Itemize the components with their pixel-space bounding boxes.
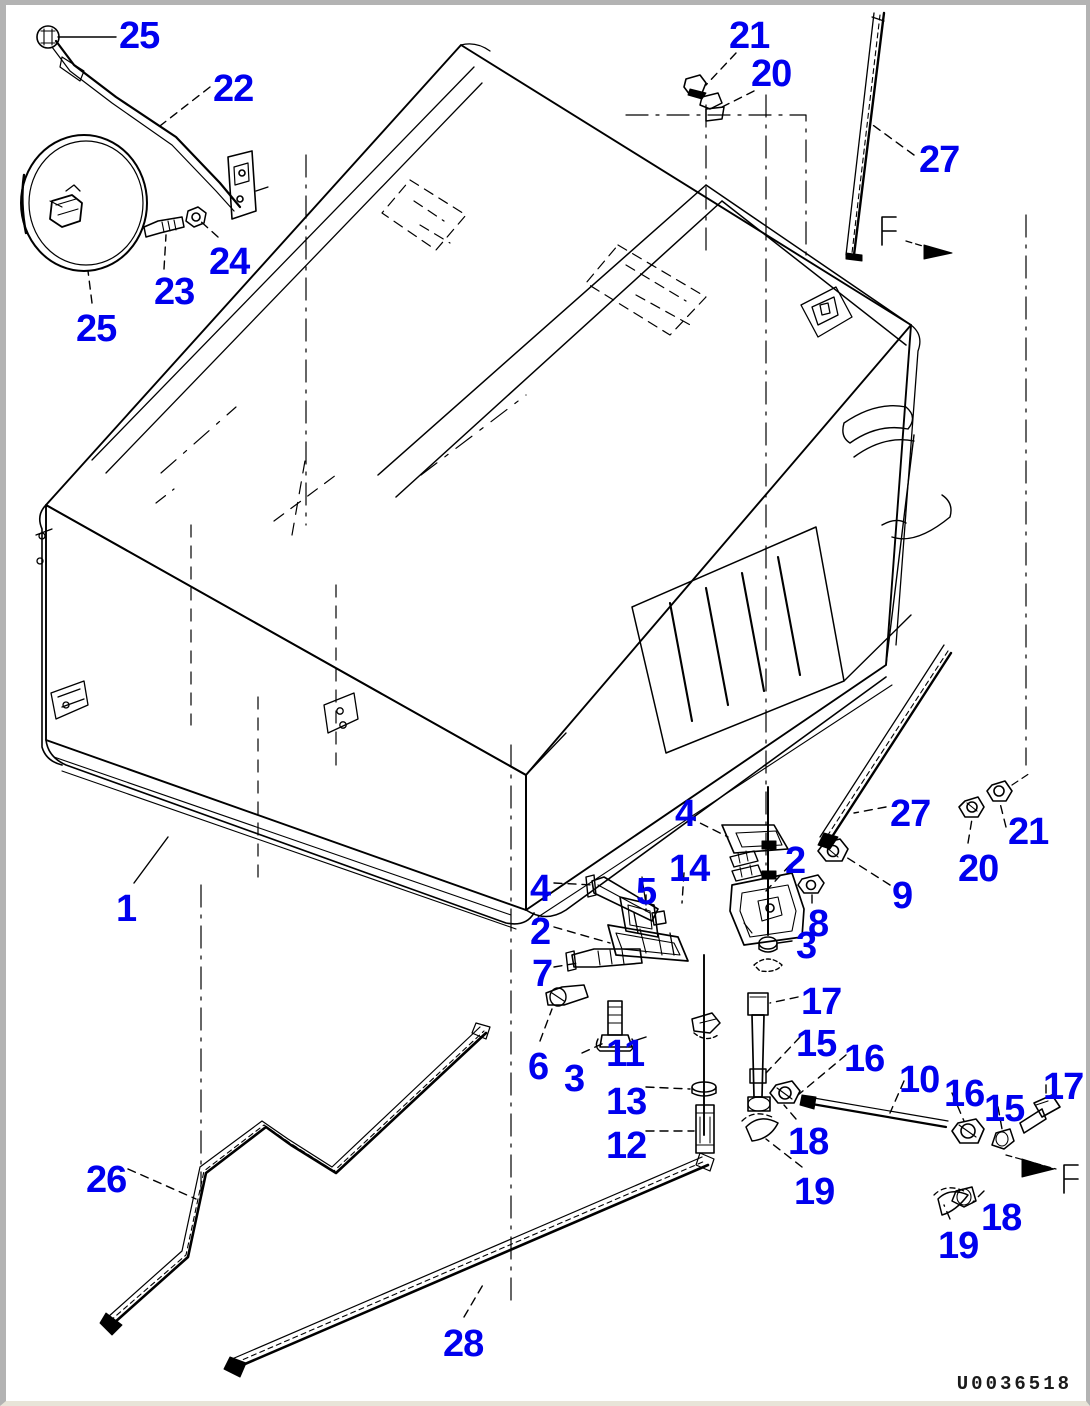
callout-26: 26 <box>86 1159 127 1201</box>
part-6-washer <box>545 984 589 1007</box>
part-21-bolt-top <box>683 74 707 100</box>
part-23-bolt <box>143 216 185 238</box>
callout-23: 23 <box>154 271 195 313</box>
callout-5: 5 <box>636 871 657 913</box>
callout-13: 13 <box>606 1081 647 1123</box>
callout-11: 11 <box>606 1033 645 1075</box>
shaft-upper-vertical <box>761 786 777 936</box>
callout-15-right: 15 <box>984 1088 1025 1130</box>
part-2-link-lower <box>607 912 689 962</box>
part-16-ball-left <box>747 1096 771 1112</box>
callout-27-upper: 27 <box>919 139 960 181</box>
callout-19-left: 19 <box>794 1171 835 1213</box>
part-16-nut-right <box>951 1118 985 1144</box>
callout-10: 10 <box>899 1059 940 1101</box>
section-arrow-right <box>1005 1154 1079 1194</box>
part-27-strip-lower <box>817 644 953 850</box>
callout-20-top: 20 <box>751 53 792 95</box>
part-25-coil <box>20 134 148 272</box>
hood-rear-face <box>843 434 915 682</box>
drawing-number: U0036518 <box>956 1373 1072 1395</box>
part-11-bolt <box>595 1000 635 1052</box>
part-26-bent-rod <box>99 1022 491 1336</box>
callout-12: 12 <box>606 1125 647 1167</box>
callout-24: 24 <box>209 241 250 283</box>
hood-body-outline <box>38 44 912 930</box>
hood-latch-detail <box>800 286 853 338</box>
part-28-seal-strip <box>223 1152 715 1378</box>
hood-right-panel <box>631 526 845 754</box>
callout-1-hood: 1 <box>116 888 137 930</box>
callout-14: 14 <box>669 848 710 890</box>
part-2-support-upper <box>729 872 805 946</box>
hood-mid-bracket <box>323 692 359 734</box>
callout-17-left: 17 <box>801 981 842 1023</box>
callout-2-upper: 2 <box>785 840 806 882</box>
callout-4-upper: 4 <box>675 793 696 835</box>
hood-hidden-edges <box>155 454 337 886</box>
part-4-bracket-upper <box>721 824 789 882</box>
callout-7: 7 <box>532 953 553 995</box>
hood-top-panel-lines <box>91 43 921 776</box>
callout-3-lower: 3 <box>564 1058 585 1100</box>
callout-16-left: 16 <box>844 1038 885 1080</box>
hood-ridge <box>377 184 912 498</box>
part-15-washer-right <box>991 1128 1015 1150</box>
callout-21-lower: 21 <box>1008 811 1049 853</box>
hood-rear-cutout <box>625 104 807 256</box>
part-20-washer-top <box>699 92 725 122</box>
callout-19-right: 19 <box>938 1225 979 1267</box>
hood-leader-frames <box>200 94 1027 1306</box>
callout-8: 8 <box>808 903 829 945</box>
part-19-bracket-left <box>741 1113 779 1142</box>
callout-18-left: 18 <box>788 1121 829 1163</box>
callout-22: 22 <box>213 68 254 110</box>
callout-2-lower: 2 <box>530 911 551 953</box>
callout-17-right: 17 <box>1043 1066 1084 1108</box>
part-21-nut-lower <box>986 772 1031 802</box>
center-pin-clip <box>691 1012 721 1040</box>
part-9-nut <box>817 838 849 862</box>
callout-18-right: 18 <box>981 1197 1022 1239</box>
part-17-rod-left <box>747 992 769 1098</box>
callout-28: 28 <box>443 1323 484 1365</box>
part-24-bracket <box>227 150 269 220</box>
callout-25-top: 25 <box>119 15 160 57</box>
hood-inner-openings <box>381 179 707 336</box>
callout-9: 9 <box>892 875 913 917</box>
callout-21-top: 21 <box>729 15 770 57</box>
center-vertical-pin <box>691 954 721 1154</box>
part-20-nut-lower <box>958 796 985 818</box>
hood-handles <box>842 405 952 540</box>
part-8-bolt <box>797 874 825 894</box>
callout-25-coil: 25 <box>76 308 117 350</box>
part-27-strip-upper <box>845 11 886 262</box>
callout-3-upper: 3 <box>796 925 817 967</box>
leader-lines <box>57 36 1047 1318</box>
callout-20-lower: 20 <box>958 848 999 890</box>
part-15-collar-left <box>749 1068 767 1084</box>
part-3-washer-upper <box>753 936 783 973</box>
part-18-washer-right <box>951 1186 977 1208</box>
part-24-nut <box>185 206 207 228</box>
part-18-nut-left <box>769 1080 801 1104</box>
section-arrow-upper <box>881 216 953 260</box>
callout-16-right: 16 <box>944 1073 985 1115</box>
callout-4-lower: 4 <box>530 868 551 910</box>
part-12-shaft <box>695 1104 715 1154</box>
part-7-bolt <box>565 948 643 972</box>
part-17-pin-right <box>1019 1094 1061 1134</box>
part-10-rod <box>799 1094 949 1129</box>
callout-27-lower: 27 <box>890 793 931 835</box>
hood-upper-bracket <box>35 528 53 565</box>
hood-front-bracket <box>50 680 89 720</box>
callout-15-left: 15 <box>796 1023 837 1065</box>
part-19-bracket-right <box>933 1187 969 1216</box>
callout-6: 6 <box>528 1046 549 1088</box>
diagram-linework <box>20 11 1079 1378</box>
hood-centerlines <box>160 394 527 476</box>
part-13-washer <box>691 1081 717 1097</box>
